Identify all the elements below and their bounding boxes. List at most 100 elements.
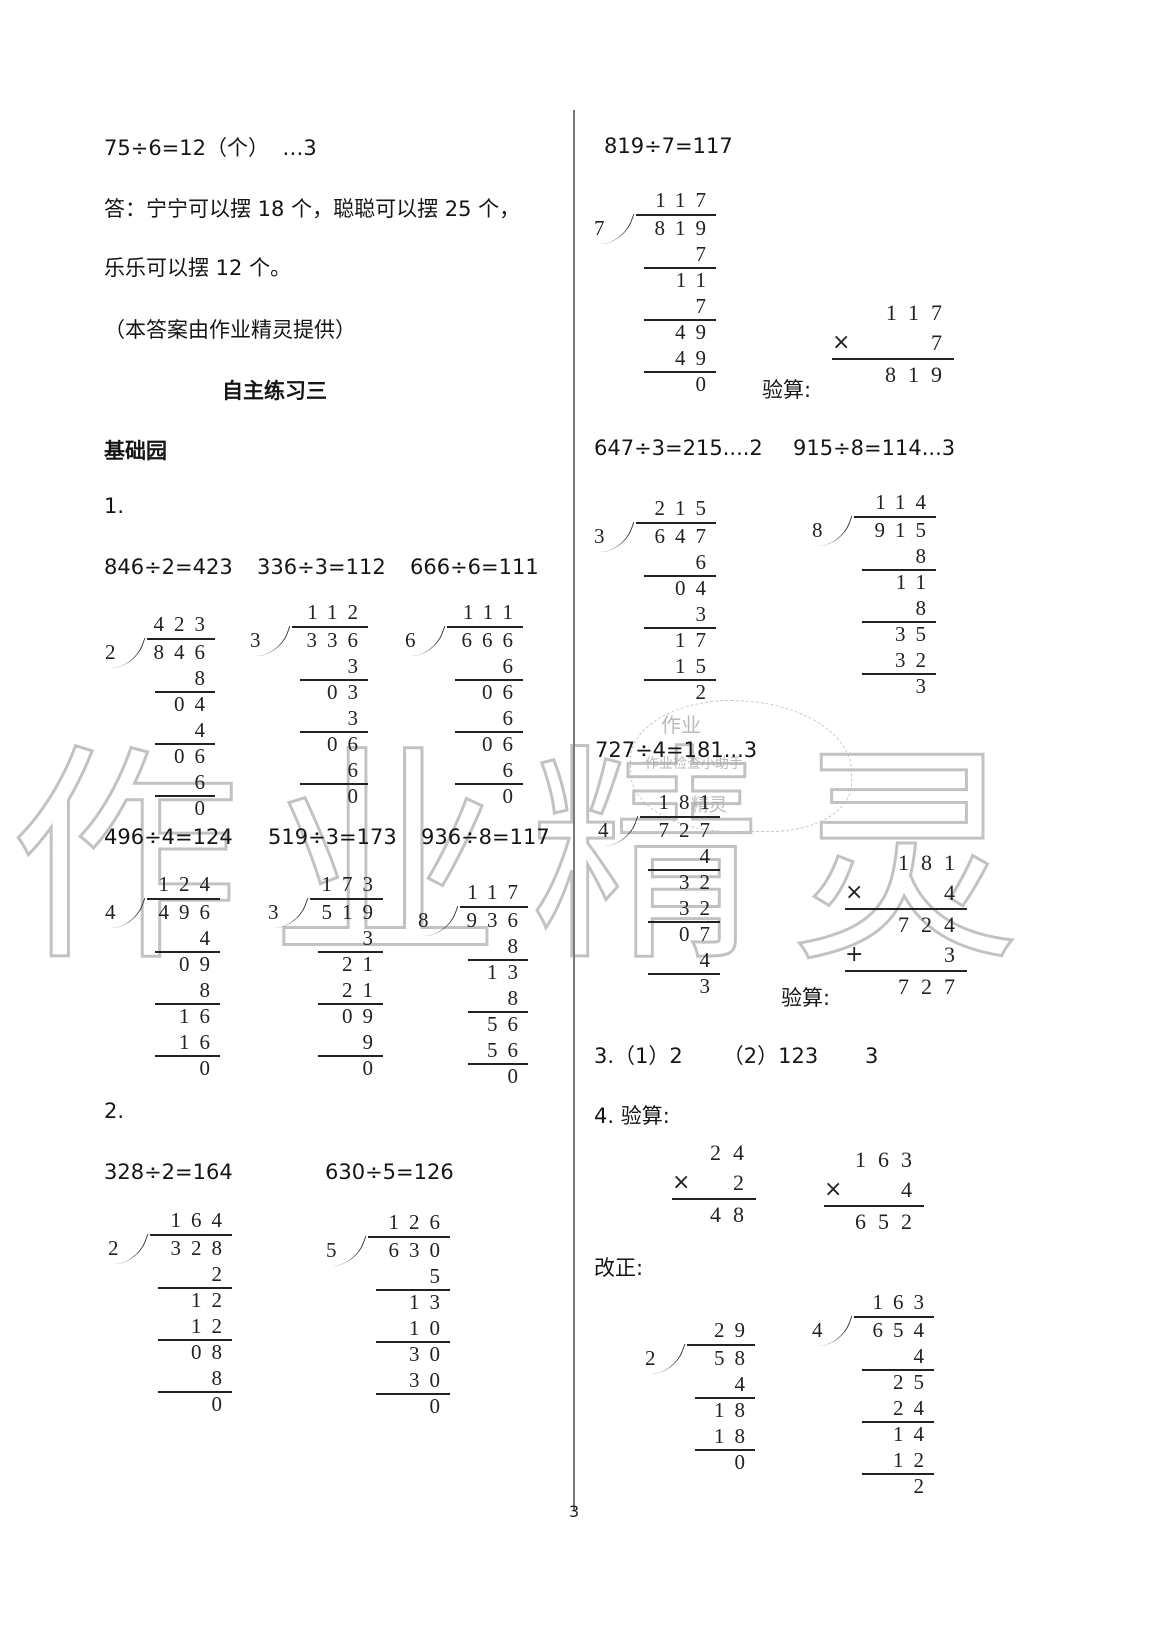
division-bar: [640, 816, 720, 818]
product-rule: [845, 908, 967, 910]
divisor: 2: [645, 1346, 656, 1370]
step-value: 4: [199, 926, 220, 950]
subtraction-rule: [455, 679, 523, 681]
divisor: 2: [108, 1236, 119, 1260]
step-value: 30: [409, 1342, 450, 1366]
times-sign: ×: [672, 1170, 691, 1195]
product: 652: [855, 1209, 924, 1234]
times-sign: ×: [845, 880, 864, 905]
step-value: 4: [699, 844, 720, 868]
multiplicand: 163: [855, 1147, 924, 1172]
answer-line-2: 乐乐可以摆 12 个。: [104, 256, 292, 280]
division-bracket: [332, 1236, 367, 1266]
divisor: 4: [598, 818, 609, 842]
division-bar: [460, 906, 528, 908]
division-bracket: [818, 516, 853, 546]
subtraction-rule: [695, 1397, 755, 1399]
step-value: 6: [502, 706, 523, 730]
divisor: 4: [812, 1318, 823, 1342]
step-value: 6: [347, 758, 368, 782]
division-bracket: [424, 906, 459, 936]
quotient: 117: [655, 188, 716, 212]
dividend: 666: [461, 628, 523, 652]
subtraction-rule: [318, 1055, 383, 1057]
step-value: 13: [409, 1290, 450, 1314]
step-value: 13: [487, 960, 528, 984]
step-value: 2: [913, 1474, 934, 1498]
step-value: 9: [362, 1030, 383, 1054]
step-value: 8: [211, 1366, 232, 1390]
quotient: 173: [321, 872, 383, 896]
eq-727: 727÷4=181...3: [595, 738, 758, 762]
badge-bottom: 精灵: [691, 795, 727, 816]
q2-label: 2.: [104, 1099, 125, 1123]
division-bar: [636, 214, 716, 216]
subtraction-rule: [155, 1055, 220, 1057]
step-value: 4: [699, 948, 720, 972]
quotient: 181: [658, 790, 720, 814]
eq-819: 819÷7=117: [604, 134, 733, 158]
step-value: 32: [679, 870, 720, 894]
dividend: 819: [654, 216, 716, 240]
step-value: 06: [482, 680, 523, 704]
subtraction-rule: [300, 731, 368, 733]
step-value: 16: [179, 1030, 220, 1054]
step-value: 21: [342, 978, 383, 1002]
quotient: 114: [875, 490, 936, 514]
subtraction-rule: [644, 371, 716, 373]
subtraction-rule: [376, 1341, 450, 1343]
eq-519: 519÷3=173: [268, 825, 397, 849]
division-bracket: [111, 638, 146, 668]
subtraction-rule: [648, 869, 720, 871]
correction-label: 改正:: [594, 1256, 644, 1280]
step-value: 56: [487, 1038, 528, 1062]
subtraction-rule: [318, 951, 383, 953]
eq-936: 936÷8=117: [421, 825, 550, 849]
step-value: 16: [179, 1004, 220, 1028]
step-value: 6: [695, 550, 716, 574]
step-value: 3: [347, 654, 368, 678]
step-value: 49: [675, 320, 716, 344]
sum-rule: [845, 970, 967, 972]
dividend: 654: [872, 1318, 934, 1342]
step-value: 0: [695, 372, 716, 396]
division-bracket: [111, 898, 146, 928]
section-title: 自主练习三: [222, 379, 327, 403]
step-value: 3: [695, 602, 716, 626]
step-value: 09: [342, 1004, 383, 1028]
divisor: 3: [268, 900, 279, 924]
dividend: 647: [654, 524, 716, 548]
subtraction-rule: [862, 1421, 934, 1423]
dividend: 336: [306, 628, 368, 652]
step-value: 8: [915, 596, 936, 620]
multiplier: 4: [944, 880, 967, 905]
subtraction-rule: [644, 267, 716, 269]
eq-666: 666÷6=111: [410, 555, 539, 579]
step-value: 8: [507, 986, 528, 1010]
subtraction-rule: [648, 921, 720, 923]
division-bar: [292, 626, 368, 628]
step-value: 14: [893, 1422, 934, 1446]
division-bracket: [411, 626, 446, 656]
division-bar: [310, 898, 383, 900]
step-value: 3: [699, 974, 720, 998]
step-value: 17: [675, 628, 716, 652]
step-value: 06: [482, 732, 523, 756]
subtraction-rule: [468, 1063, 528, 1065]
step-value: 09: [179, 952, 220, 976]
dividend: 58: [714, 1346, 755, 1370]
dividend: 727: [658, 818, 720, 842]
subtraction-rule: [644, 319, 716, 321]
divisor: 7: [594, 216, 605, 240]
step-value: 21: [342, 952, 383, 976]
subtraction-rule: [468, 1011, 528, 1013]
quotient: 29: [714, 1318, 755, 1342]
multiplicand: 181: [898, 850, 967, 875]
q3-answers: 3.（1）2 （2）123 3: [594, 1044, 879, 1068]
step-value: 8: [194, 666, 215, 690]
